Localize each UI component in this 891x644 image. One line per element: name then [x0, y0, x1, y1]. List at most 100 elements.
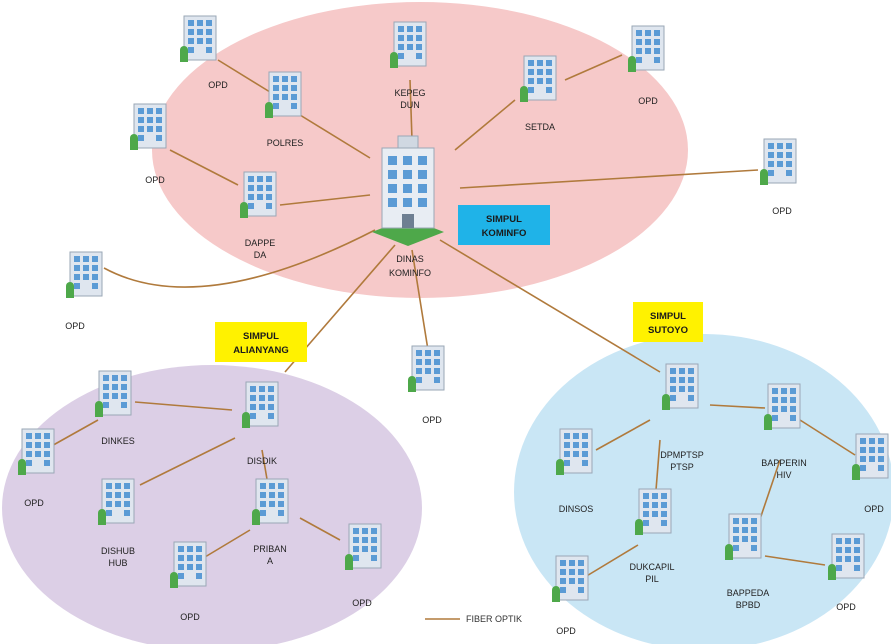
node-label-line1: BAPPEDA	[727, 588, 770, 598]
link	[169, 149, 239, 186]
hub-dinas-kominfo[interactable]: DINAS KOMINFO	[371, 135, 445, 278]
office-building-icon	[555, 428, 593, 476]
link	[454, 99, 516, 151]
node-kepeg[interactable]: KEPEG DUN	[389, 21, 427, 110]
node-label-line2: PTSP	[670, 462, 694, 472]
tag-line1: SIMPUL	[650, 311, 686, 322]
link	[411, 249, 429, 351]
node-label-line2: BPBD	[736, 600, 761, 610]
node-label: OPD	[422, 415, 442, 425]
link	[564, 54, 623, 81]
node-bapperin[interactable]: BAPPERIN HIV	[761, 383, 807, 480]
node-label-line2: DA	[254, 250, 267, 260]
node-label: OPD	[864, 504, 884, 514]
node-opd-center[interactable]: OPD	[407, 345, 445, 425]
legend-label: FIBER OPTIK	[466, 614, 522, 624]
link	[757, 459, 781, 526]
tag-simpul-alianyang: SIMPUL ALIANYANG	[215, 322, 307, 362]
node-label-line2: HIV	[776, 470, 791, 480]
tag-line1: SIMPUL	[243, 331, 279, 342]
node-label: OPD	[772, 206, 792, 216]
office-building-icon	[264, 71, 302, 119]
node-label: OPD	[208, 80, 228, 90]
tag-simpul-kominfo: SIMPUL KOMINFO	[458, 205, 550, 245]
office-building-icon	[519, 55, 557, 103]
node-label: OPD	[556, 626, 576, 636]
office-building-icon	[179, 15, 217, 63]
office-building-icon	[724, 513, 762, 561]
link	[199, 529, 251, 561]
node-opd-purple-left[interactable]: OPD	[17, 428, 55, 508]
node-label: DINSOS	[559, 504, 594, 514]
node-dpmptsp[interactable]: DPMPTSP PTSP	[660, 363, 704, 472]
link	[764, 555, 826, 566]
link	[655, 439, 661, 491]
node-bappeda-blue[interactable]: BAPPEDA BPBD	[724, 513, 770, 610]
node-disdik[interactable]: DISDIK	[241, 381, 279, 466]
link	[579, 544, 639, 581]
node-label: OPD	[180, 612, 200, 622]
office-building-icon	[344, 523, 382, 571]
node-label-line2: KOMINFO	[389, 268, 431, 278]
data-center-icon	[371, 135, 445, 247]
node-dappeda[interactable]: DAPPE DA	[239, 171, 277, 260]
node-dukcapil[interactable]: DUKCAPIL PIL	[629, 488, 675, 584]
node-label-line1: BAPPERIN	[761, 458, 807, 468]
node-opd-top-right[interactable]: OPD	[627, 25, 665, 106]
office-building-icon	[65, 251, 103, 299]
office-building-icon	[627, 25, 665, 73]
office-building-icon	[169, 541, 207, 589]
link	[299, 114, 371, 159]
tag-line2: SUTOYO	[648, 325, 688, 336]
office-building-icon	[551, 555, 589, 603]
office-building-icon	[827, 533, 865, 581]
office-building-icon	[851, 433, 889, 481]
link	[134, 401, 233, 411]
zone-alianyang	[2, 365, 422, 644]
node-label-line2: PIL	[645, 574, 659, 584]
node-label-line2: DUN	[400, 100, 420, 110]
node-opd-blue-bottom-right[interactable]: OPD	[827, 533, 865, 612]
node-label-line1: DUKCAPIL	[629, 562, 674, 572]
office-building-icon	[241, 381, 279, 429]
link	[595, 419, 651, 451]
node-opd-right-mid[interactable]: OPD	[759, 138, 797, 216]
node-opd-blue-bottom-left[interactable]: OPD	[551, 555, 589, 636]
node-opd-purple-right[interactable]: OPD	[344, 523, 382, 608]
tag-line2: KOMINFO	[482, 228, 527, 239]
link	[103, 229, 376, 288]
node-opd-west[interactable]: OPD	[65, 251, 103, 331]
link	[709, 404, 766, 409]
link	[409, 79, 413, 141]
node-label-line1: DAPPE	[245, 238, 276, 248]
node-dinsos[interactable]: DINSOS	[555, 428, 594, 514]
node-label: DISDIK	[247, 456, 277, 466]
office-building-icon	[239, 171, 277, 219]
legend: FIBER OPTIK	[425, 614, 522, 624]
office-building-icon	[389, 21, 427, 69]
node-label-line2: HUB	[108, 558, 127, 568]
node-label-line1: KEPEG	[394, 88, 425, 98]
link	[279, 194, 371, 206]
node-label: OPD	[145, 175, 165, 185]
node-pribadi[interactable]: PRIBAN A	[251, 478, 289, 566]
node-opd-purple-bottom[interactable]: OPD	[169, 541, 207, 622]
office-building-icon	[94, 370, 132, 418]
node-dinkes[interactable]: DINKES	[94, 370, 135, 446]
node-label: OPD	[65, 321, 85, 331]
link	[217, 59, 271, 93]
node-opd-top-left[interactable]: OPD	[179, 15, 228, 90]
node-opd-left-mid[interactable]: OPD	[129, 103, 167, 185]
node-setda[interactable]: SETDA	[519, 55, 557, 132]
node-label: OPD	[352, 598, 372, 608]
node-polres[interactable]: POLRES	[264, 71, 304, 148]
office-building-icon	[251, 478, 289, 526]
node-opd-blue-right[interactable]: OPD	[851, 433, 889, 514]
node-label: POLRES	[267, 138, 304, 148]
node-dishub[interactable]: DISHUB HUB	[97, 478, 135, 568]
node-label: SETDA	[525, 122, 555, 132]
node-label-line1: PRIBAN	[253, 544, 287, 554]
node-label: DINKES	[101, 436, 135, 446]
office-building-icon	[661, 363, 699, 411]
